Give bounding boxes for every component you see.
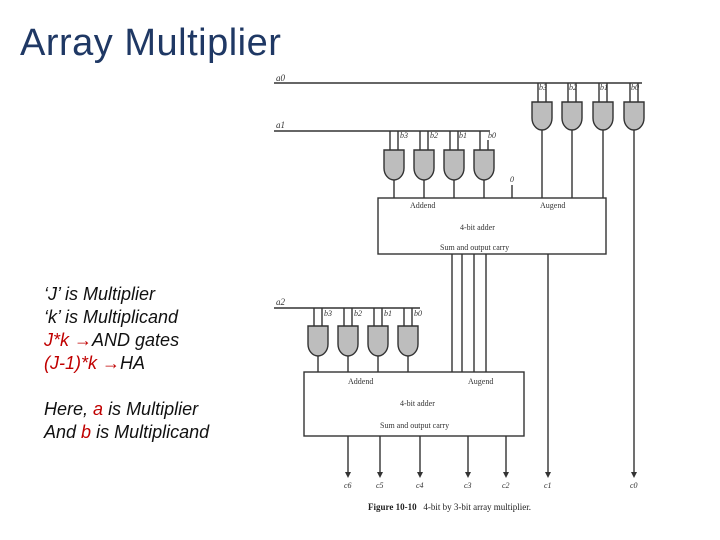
slide-title: Array Multiplier: [20, 22, 282, 64]
arrow-icon: →: [102, 353, 121, 373]
b-label: b1: [459, 131, 467, 140]
note-line-4: (J-1)*k →HA: [44, 352, 209, 375]
adder-1-name: 4-bit adder: [460, 223, 495, 232]
adder-1-output: Sum and output carry: [440, 243, 509, 252]
b-label: b0: [414, 309, 422, 318]
arrow-icon: [465, 472, 471, 478]
adder-1-addend: Addend: [410, 201, 435, 210]
and-gate-icon: [531, 101, 553, 131]
a2-label: a2: [276, 297, 286, 307]
b-label: b2: [569, 83, 577, 92]
note-line-5: Here, a is Multiplier: [44, 398, 209, 421]
ha-label: HA: [120, 353, 146, 373]
output-label: c0: [630, 481, 638, 490]
note-text: Here,: [44, 399, 89, 419]
notes-text: ‘J’ is Multiplier ‘k’ is Multiplicand J*…: [44, 283, 209, 444]
arrow-icon: →: [74, 330, 93, 350]
output-label: c3: [464, 481, 472, 490]
zero-label: 0: [510, 175, 514, 184]
arrow-icon: [345, 472, 351, 478]
and-gate-icon: [397, 325, 419, 357]
adder-2: [303, 371, 525, 437]
b-label: b3: [324, 309, 332, 318]
and-gate-icon: [383, 149, 405, 181]
note-text: And: [44, 422, 77, 442]
var-a: a: [93, 399, 104, 419]
and-gate-icon: [443, 149, 465, 181]
a0-label: a0: [276, 73, 286, 83]
output-label: c5: [376, 481, 384, 490]
arrow-icon: [631, 472, 637, 478]
adder-2-output: Sum and output carry: [380, 421, 449, 430]
output-label: c4: [416, 481, 424, 490]
array-multiplier-diagram: a0 b3 b2 b1 b0 a1 b3 b2 b1 b0: [274, 73, 645, 490]
b-label: b1: [600, 83, 608, 92]
figure-caption-text: 4-bit by 3-bit array multiplier.: [423, 502, 532, 512]
and-gates-label: AND gates: [92, 330, 180, 350]
figure-number: Figure 10-10: [368, 502, 417, 512]
b-label: b1: [384, 309, 392, 318]
b-label: b2: [430, 131, 438, 140]
and-gate-icon: [592, 101, 614, 131]
note-line-1: ‘J’ is Multiplier: [44, 284, 156, 304]
and-gate-icon: [413, 149, 435, 181]
and-gate-icon: [337, 325, 359, 357]
arrow-icon: [417, 472, 423, 478]
note-text: is Multiplier: [108, 399, 199, 419]
note-line-3: J*k →AND gates: [44, 329, 209, 352]
note-line-6: And b is Multiplicand: [44, 421, 209, 444]
and-gate-icon: [473, 149, 495, 181]
var-b: b: [81, 422, 92, 442]
adder-2-name: 4-bit adder: [400, 399, 435, 408]
and-gate-icon: [367, 325, 389, 357]
b-label: b2: [354, 309, 362, 318]
output-label: c2: [502, 481, 510, 490]
note-text: is Multiplicand: [96, 422, 210, 442]
b-label: b3: [400, 131, 408, 140]
adder-2-addend: Addend: [348, 377, 373, 386]
figure-caption: Figure 10-10 4-bit by 3-bit array multip…: [368, 502, 531, 512]
and-gate-icon: [623, 101, 645, 131]
b-label: b0: [631, 83, 639, 92]
output-label: c1: [544, 481, 552, 490]
arrow-icon: [503, 472, 509, 478]
and-gate-icon: [561, 101, 583, 131]
and-gates-count: J*k: [44, 330, 70, 350]
note-line-2: ‘k’ is Multiplicand: [44, 307, 179, 327]
a1-label: a1: [276, 120, 285, 130]
output-label: c6: [344, 481, 352, 490]
arrow-icon: [377, 472, 383, 478]
and-gate-icon: [307, 325, 329, 357]
adder-2-augend: Augend: [468, 377, 493, 386]
ha-count: (J-1)*k: [44, 353, 97, 373]
adder-1: [377, 197, 607, 255]
b-label: b3: [539, 83, 547, 92]
b-label: b0: [488, 131, 496, 140]
arrow-icon: [545, 472, 551, 478]
adder-1-augend: Augend: [540, 201, 565, 210]
